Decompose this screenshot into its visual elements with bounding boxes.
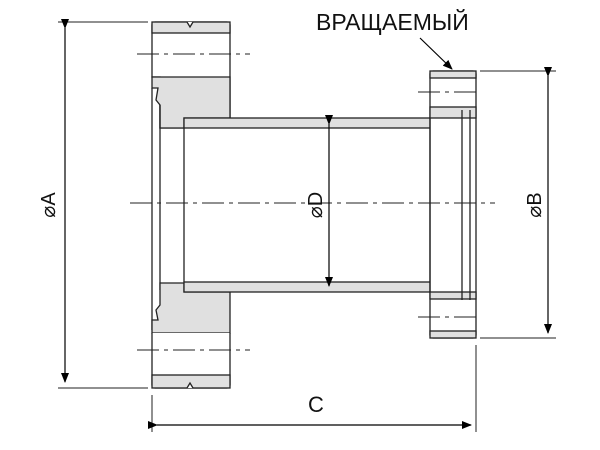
extension-lines xyxy=(58,21,556,432)
dim-c-label: C xyxy=(308,392,324,417)
rotatable-flange xyxy=(429,70,477,339)
dim-a-label: ⌀A xyxy=(38,192,60,218)
leader-arrow xyxy=(419,37,453,70)
centerlines xyxy=(130,53,495,351)
fixed-flange xyxy=(151,21,231,389)
dim-d-label: ⌀D xyxy=(305,192,327,218)
rotatable-label: ВРАЩАЕМЫЙ xyxy=(316,8,469,35)
dim-b-label: ⌀B xyxy=(524,192,546,217)
